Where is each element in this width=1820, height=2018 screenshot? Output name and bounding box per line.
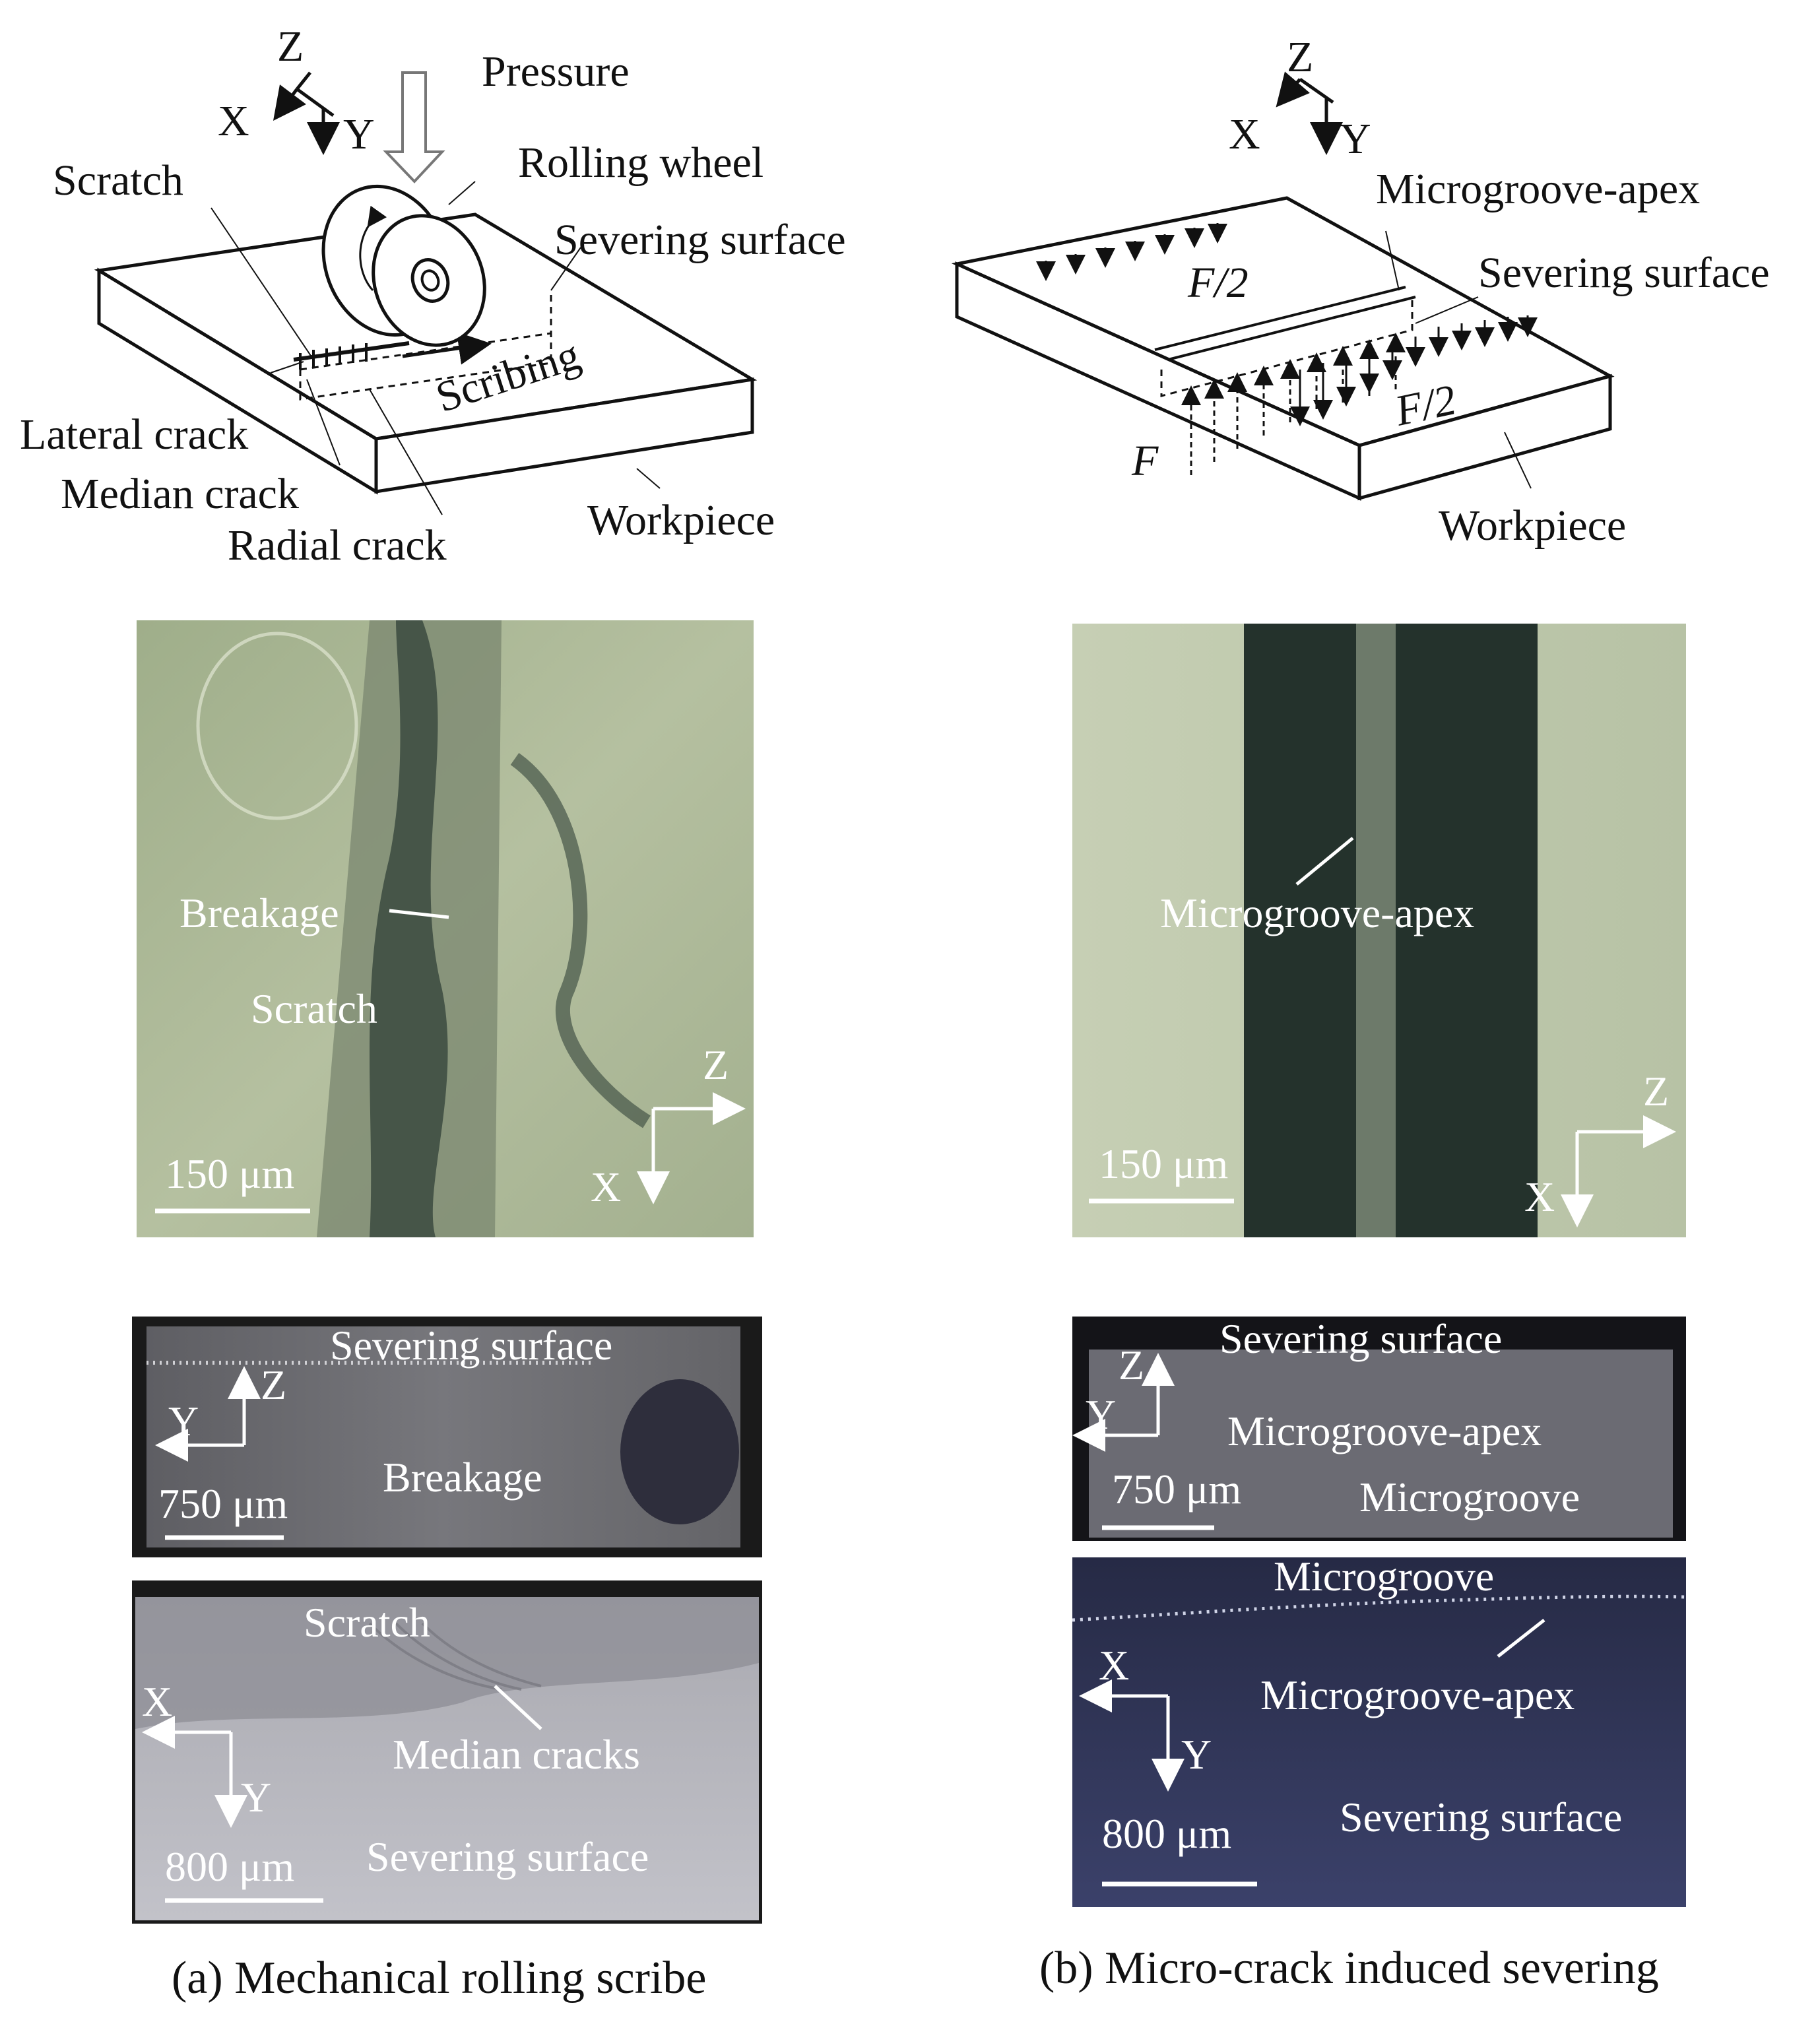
mid-axis-z-label: Z <box>261 1361 286 1408</box>
bot-axis-x-label: X <box>142 1678 172 1725</box>
radial-crack-label: Radial crack <box>228 521 447 570</box>
force-label: F <box>1131 437 1159 485</box>
panel-b-photo-bot: Microgroove Microgroove-apex Severing su… <box>1072 1553 1687 1907</box>
b-axis-y-label: Y <box>1340 115 1371 163</box>
breakage-label: Breakage <box>179 890 339 936</box>
b-bot-axis-y-label: Y <box>1181 1731 1212 1778</box>
bot-axis-y-label: Y <box>241 1774 271 1821</box>
panel-b-photo-top: Microgroove-apex 150 μm Z X <box>1072 624 1686 1237</box>
b-mid-severing-surface-label: Severing surface <box>1219 1315 1502 1362</box>
panel-b-schematic: Z X Y Microgroove-apex Severing surface … <box>951 33 1770 550</box>
workpiece-side-face <box>374 377 754 494</box>
panel-b-photo-mid: Severing surface Microgroove-apex Microg… <box>1072 1315 1686 1541</box>
b-photo-axis-z-label: Z <box>1643 1068 1669 1115</box>
b-microgroove-apex-label: Microgroove-apex <box>1376 165 1700 213</box>
b-bot-microgroove-apex-label: Microgroove-apex <box>1260 1672 1575 1718</box>
b-bot-severing-surface-label: Severing surface <box>1340 1794 1622 1840</box>
bot-severing-surface-label: Severing surface <box>366 1833 649 1880</box>
b-mid-microgroove-apex-label: Microgroove-apex <box>1227 1408 1542 1454</box>
half-force-left-label: F/2 <box>1187 259 1249 307</box>
scale-bar-label-750: 750 μm <box>158 1480 288 1527</box>
workpiece-b-side-face <box>1357 374 1612 501</box>
b-bot-axis-x-label: X <box>1099 1642 1129 1689</box>
scratch-photo-label: Scratch <box>251 985 377 1032</box>
scratch-label: Scratch <box>53 156 183 205</box>
b-scale-bar-label-150: 150 μm <box>1099 1140 1228 1187</box>
mid-axis-y-label: Y <box>168 1398 199 1445</box>
pressure-label: Pressure <box>482 48 630 96</box>
b-bot-microgroove-label: Microgroove <box>1274 1553 1494 1600</box>
caption-b: (b) Micro-crack induced severing <box>1039 1943 1659 1994</box>
b-mid-microgroove-label: Microgroove <box>1359 1474 1580 1520</box>
b-mid-axis-y-label: Y <box>1086 1391 1116 1438</box>
b-mid-axis-z-label: Z <box>1119 1342 1144 1388</box>
median-crack-label: Median crack <box>61 470 299 518</box>
caption-a: (a) Mechanical rolling scribe <box>172 1953 706 2003</box>
photo-axis-x-label: X <box>591 1163 621 1210</box>
b-top-microgroove-apex-label: Microgroove-apex <box>1160 890 1474 936</box>
bot-scratch-label: Scratch <box>304 1599 430 1646</box>
mid-breakage-label: Breakage <box>383 1454 542 1501</box>
b-severing-surface-label: Severing surface <box>1478 249 1770 297</box>
panel-a-photo-top: Breakage Scratch 150 μm Z X <box>137 620 754 1237</box>
axis-y-label: Y <box>343 110 375 158</box>
panel-a-schematic: Z X Y Pressure Rolling wheel Scratch Sev… <box>20 22 846 570</box>
workpiece-label: Workpiece <box>587 496 775 544</box>
b-workpiece-label: Workpiece <box>1439 502 1626 550</box>
b-axis-x-label: X <box>1229 110 1260 158</box>
severing-surface-label: Severing surface <box>554 216 846 264</box>
lateral-crack-label: Lateral crack <box>20 410 248 459</box>
median-cracks-label: Median cracks <box>393 1731 640 1778</box>
scale-bar-label-800: 800 μm <box>165 1843 294 1890</box>
b-scale-bar-label-750: 750 μm <box>1112 1466 1241 1513</box>
panel-a-photo-bot: Scratch Median cracks Severing surface 8… <box>132 1580 762 1924</box>
b-axis-z-label: Z <box>1287 33 1313 81</box>
scale-bar-label-150: 150 μm <box>165 1150 294 1197</box>
b-photo-axis-x-label: X <box>1524 1173 1555 1220</box>
axis-x-label: X <box>218 97 249 145</box>
mid-severing-surface-label: Severing surface <box>330 1322 612 1369</box>
rolling-wheel-label: Rolling wheel <box>518 139 764 187</box>
photo-axis-z-label: Z <box>703 1041 729 1088</box>
b-scale-bar-label-800: 800 μm <box>1102 1810 1231 1857</box>
panel-a-photo-mid: Severing surface Breakage 750 μm Z Y <box>132 1317 762 1557</box>
axis-z-label: Z <box>277 22 304 71</box>
